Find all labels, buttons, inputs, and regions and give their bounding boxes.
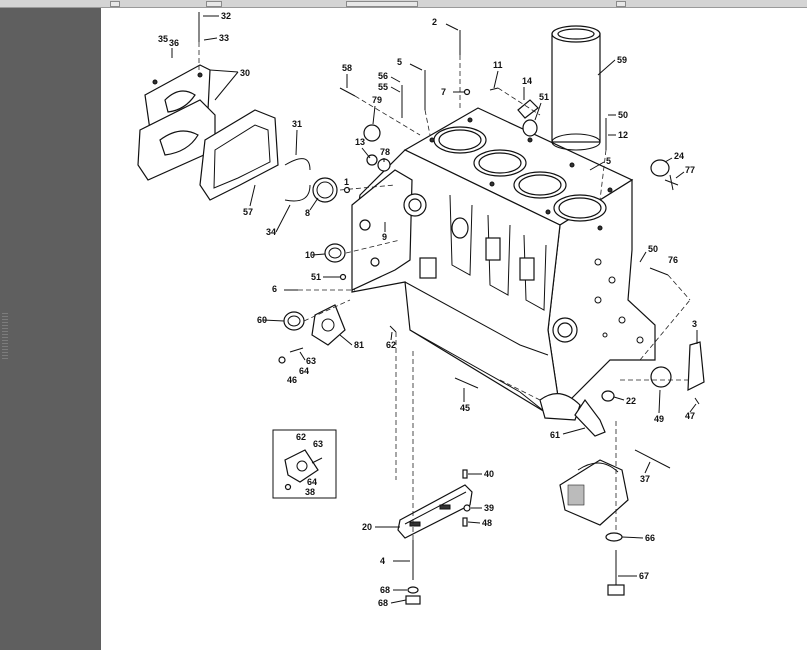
callout-number: 36 xyxy=(169,38,179,48)
callout-number: 61 xyxy=(550,430,560,440)
callout-number: 2 xyxy=(432,17,437,27)
document-page: 32 33 35 36 30 31 34 57 2 59 58 56 55 5 … xyxy=(101,8,807,650)
toolbar-button[interactable] xyxy=(616,1,626,7)
callout-number: 32 xyxy=(221,11,231,21)
callout-number: 10 xyxy=(305,250,315,260)
callout-number: 51 xyxy=(539,92,549,102)
water-pump-plate xyxy=(311,304,346,346)
rear-seal-housing xyxy=(137,64,216,181)
callout-number: 6 xyxy=(272,284,277,294)
callout-number: 47 xyxy=(685,411,695,421)
callout-number: 76 xyxy=(668,255,678,265)
callout-number: 63 xyxy=(306,356,316,366)
cylinder-block xyxy=(351,107,656,421)
main-bearing-cap xyxy=(559,459,629,526)
callout-number: 63 xyxy=(313,439,323,449)
exploded-parts-diagram: 32 33 35 36 30 31 34 57 2 59 58 56 55 5 … xyxy=(137,11,705,608)
callout-number: 4 xyxy=(380,556,385,566)
callout-number: 66 xyxy=(645,533,655,543)
callout-number: 37 xyxy=(640,474,650,484)
callout-number: 67 xyxy=(639,571,649,581)
rear-gasket xyxy=(199,109,279,201)
plugs-and-seals xyxy=(283,99,672,402)
callout-number: 68 xyxy=(378,598,388,608)
callout-number: 38 xyxy=(305,487,315,497)
callout-number: 7 xyxy=(441,87,446,97)
viewer-toolbar xyxy=(0,0,807,8)
callout-number: 59 xyxy=(617,55,627,65)
callout-number: 1 xyxy=(344,177,349,187)
sidebar-resize-handle[interactable] xyxy=(2,313,8,361)
callout-number: 31 xyxy=(292,119,302,129)
callout-number: 48 xyxy=(482,518,492,528)
callout-number: 50 xyxy=(618,110,628,120)
callout-number: 40 xyxy=(484,469,494,479)
callout-number: 12 xyxy=(618,130,628,140)
callout-number: 13 xyxy=(355,137,365,147)
toolbar-field[interactable] xyxy=(346,1,418,7)
toolbar-button[interactable] xyxy=(206,1,222,7)
callout-number: 62 xyxy=(386,340,396,350)
callout-number: 64 xyxy=(307,477,317,487)
callout-number: 57 xyxy=(243,207,253,217)
assembly-guide-lines xyxy=(198,42,691,540)
callout-number: 33 xyxy=(219,33,229,43)
callout-number: 45 xyxy=(460,403,470,413)
callout-number: 11 xyxy=(493,60,503,70)
callout-number: 30 xyxy=(240,68,250,78)
callout-number: 78 xyxy=(380,147,390,157)
thrust-rings xyxy=(284,158,311,202)
callout-number: 8 xyxy=(305,208,310,218)
callout-number: 35 xyxy=(158,34,168,44)
callout-number: 39 xyxy=(484,503,494,513)
callout-number: 77 xyxy=(685,165,695,175)
callout-labels: 32 33 35 36 30 31 34 57 2 59 58 56 55 5 … xyxy=(158,11,698,608)
callout-number: 55 xyxy=(378,82,388,92)
rear-bearing-cap xyxy=(397,484,473,539)
callout-number: 51 xyxy=(311,272,321,282)
callout-number: 3 xyxy=(692,319,697,329)
callout-number: 58 xyxy=(342,63,352,73)
callout-number: 20 xyxy=(362,522,372,532)
bracket-parts xyxy=(574,341,705,437)
callout-number: 5 xyxy=(397,57,402,67)
callout-number: 46 xyxy=(287,375,297,385)
inset-detail xyxy=(272,429,337,499)
callout-number: 5 xyxy=(606,156,611,166)
callout-number: 49 xyxy=(654,414,664,424)
callout-number: 79 xyxy=(372,95,382,105)
callout-number: 22 xyxy=(626,396,636,406)
callout-number: 60 xyxy=(257,315,267,325)
callout-number: 64 xyxy=(299,366,309,376)
callout-number: 24 xyxy=(674,151,684,161)
callout-number: 14 xyxy=(522,76,532,86)
toolbar-button[interactable] xyxy=(110,1,120,7)
callout-number: 81 xyxy=(354,340,364,350)
callout-number: 34 xyxy=(266,227,276,237)
cylinder-liner xyxy=(551,25,601,151)
viewer-sidebar xyxy=(0,8,101,650)
callout-number: 68 xyxy=(380,585,390,595)
callout-number: 50 xyxy=(648,244,658,254)
callout-number: 62 xyxy=(296,432,306,442)
callout-number: 9 xyxy=(382,232,387,242)
callout-number: 56 xyxy=(378,71,388,81)
